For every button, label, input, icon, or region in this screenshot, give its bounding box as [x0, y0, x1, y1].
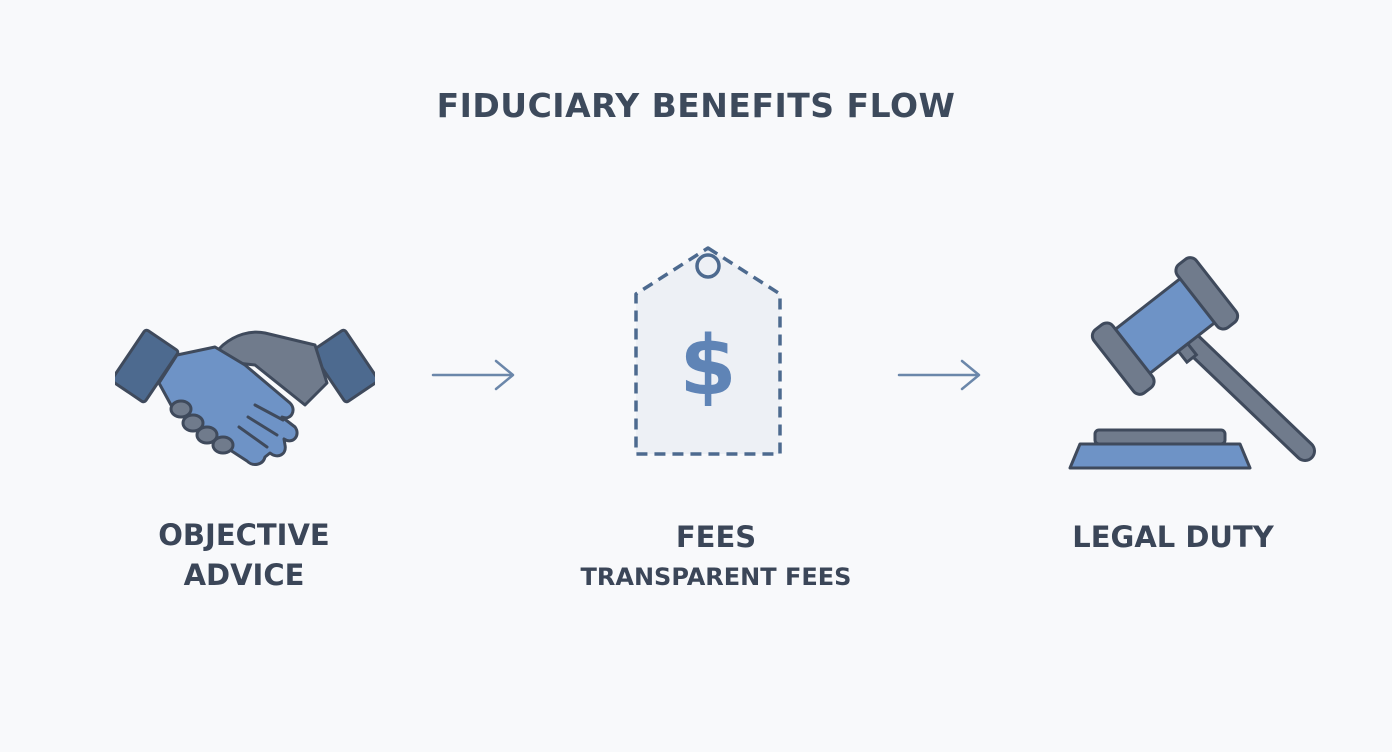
handshake-icon — [115, 328, 375, 466]
arrow-right-icon — [897, 359, 981, 391]
diagram-title: FIDUCIARY BENEFITS FLOW — [436, 86, 956, 125]
gavel-icon — [1068, 256, 1316, 470]
step-label-legal-duty: LEGAL DUTY — [1023, 517, 1323, 557]
step-label-line: FEES — [675, 520, 757, 554]
arrow-right-icon — [431, 359, 515, 391]
step-label-line: OBJECTIVE — [158, 518, 330, 552]
step-label-line: LEGAL DUTY — [1072, 520, 1274, 554]
price-tag-icon: $ — [634, 246, 782, 456]
step-label-line: ADVICE — [183, 558, 305, 592]
step-label-line: TRANSPARENT FEES — [580, 563, 852, 591]
step-label-fees: FEES TRANSPARENT FEES — [540, 517, 892, 597]
dollar-sign-icon: $ — [679, 319, 736, 414]
step-label-objective-advice: OBJECTIVE ADVICE — [94, 515, 394, 595]
